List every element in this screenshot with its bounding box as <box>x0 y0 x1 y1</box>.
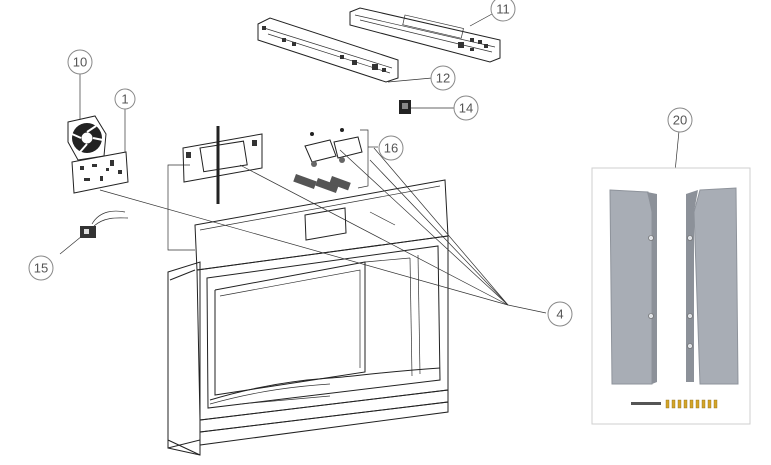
callout-11: 11 <box>490 0 516 22</box>
callout-14-label: 14 <box>459 101 473 116</box>
leader-lines-4 <box>99 147 547 314</box>
callout-15: 15 <box>28 255 54 281</box>
clip-14 <box>399 100 411 114</box>
callout-20-label: 20 <box>673 113 687 128</box>
callout-20: 20 <box>667 107 693 133</box>
callout-10-label: 10 <box>73 55 87 70</box>
display-bracket <box>182 126 263 204</box>
oven-body <box>167 179 449 456</box>
callout-16: 16 <box>378 135 404 161</box>
callout-11-label: 11 <box>496 2 510 17</box>
callout-12: 12 <box>430 65 456 91</box>
callout-10: 10 <box>67 49 93 75</box>
rail-12 <box>257 17 399 83</box>
connector-15 <box>80 210 129 238</box>
rail-11 <box>349 7 501 63</box>
callout-1: 1 <box>114 88 136 110</box>
callout-12-label: 12 <box>436 71 450 86</box>
board-1 <box>71 151 129 194</box>
hinge-parts-16 <box>293 128 369 194</box>
callout-16-label: 16 <box>384 141 398 156</box>
callout-15-label: 15 <box>34 261 48 276</box>
callout-4: 4 <box>547 301 573 327</box>
side-panel-kit-20 <box>591 167 751 425</box>
callout-1-label: 1 <box>121 92 128 107</box>
callout-4-label: 4 <box>556 307 563 322</box>
callout-14: 14 <box>453 95 479 121</box>
fan-10 <box>67 115 107 161</box>
group-bracket <box>167 164 195 251</box>
